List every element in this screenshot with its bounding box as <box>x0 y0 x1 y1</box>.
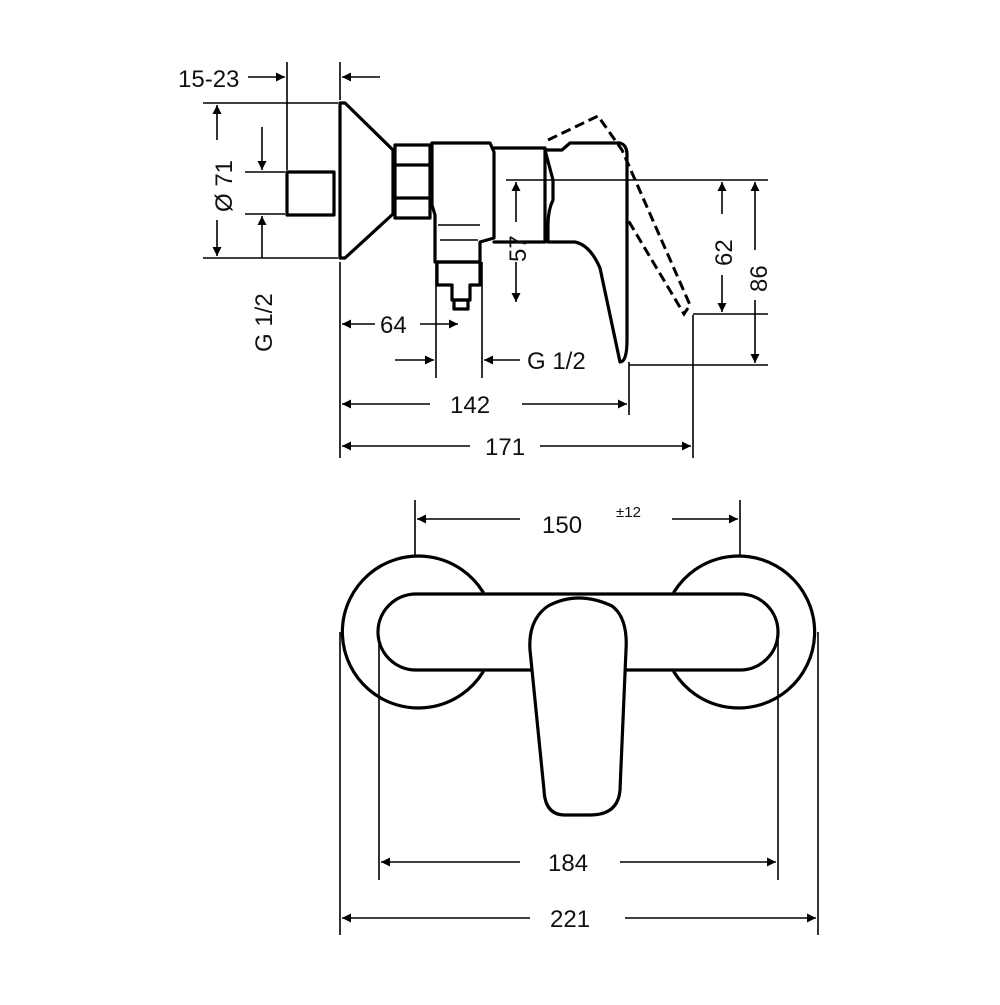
cartridge-housing <box>492 146 547 244</box>
dim-wall-range-label: 15-23 <box>178 66 239 93</box>
mixer-body-detail <box>438 224 480 241</box>
dim-62-label: 62 <box>711 239 738 266</box>
inlet-connector <box>285 170 336 217</box>
dim-221-label: 221 <box>550 906 590 933</box>
dim-outlet-thread-label: G 1/2 <box>527 348 586 375</box>
left-rosette <box>340 554 485 710</box>
lever <box>543 141 629 364</box>
dim-diameter-label: Ø 71 <box>211 160 238 212</box>
lever-open-position <box>547 114 692 317</box>
dim-57-label: 57 <box>505 235 532 262</box>
right-rosette <box>672 554 817 710</box>
front-extension-lines <box>339 500 819 935</box>
hex-nut <box>393 143 432 220</box>
handle-front <box>528 596 628 817</box>
mixer-body <box>430 141 496 264</box>
dim-86-label: 86 <box>746 265 773 292</box>
dim-171-label: 171 <box>485 434 525 461</box>
outlet-stub <box>452 298 470 311</box>
dim-142-label: 142 <box>450 392 490 419</box>
dim-64-label: 64 <box>380 312 407 339</box>
front-view: 150 ±12 184 221 <box>339 500 819 935</box>
extension-lines <box>203 62 768 458</box>
dim-150-tolerance-label: ±12 <box>616 504 641 521</box>
dim-inlet-thread-label: G 1/2 <box>251 293 278 352</box>
wall-rosette <box>338 101 395 260</box>
dim-150-label: 150 <box>542 512 582 539</box>
dim-184-label: 184 <box>548 850 588 877</box>
side-view: 15-23 Ø 71 G 1/2 64 G 1/2 142 171 57 <box>178 62 773 461</box>
outlet-nut <box>435 260 482 302</box>
